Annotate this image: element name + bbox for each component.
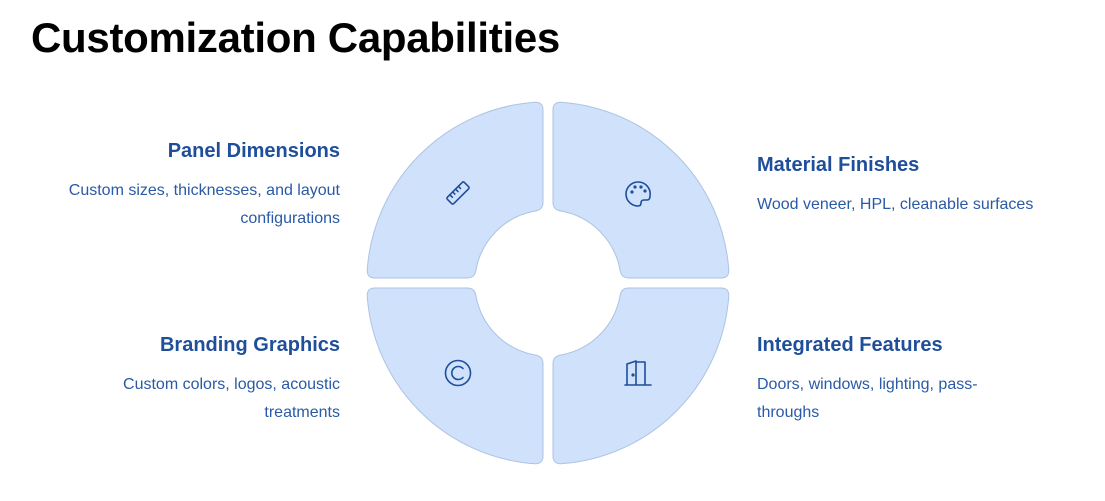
item-branding-graphics: Branding Graphics Custom colors, logos, …: [10, 333, 340, 427]
item-description: Doors, windows, lighting, pass- throughs: [757, 376, 978, 421]
segment-integrated-features: [552, 287, 730, 465]
item-description: Custom colors, logos, acoustic treatment…: [123, 376, 340, 421]
item-description: Custom sizes, thicknesses, and layout co…: [68, 182, 340, 227]
item-title: Branding Graphics: [159, 334, 340, 356]
item-material-finishes: Material Finishes Wood veneer, HPL, clea…: [757, 153, 1087, 219]
copyright-icon: [444, 359, 472, 387]
item-description: Wood veneer, HPL, cleanable surfaces: [757, 196, 1034, 213]
door-icon: [624, 360, 652, 386]
page-title: Customization Capabilities: [31, 14, 560, 61]
segment-material-finishes: [552, 101, 730, 279]
ruler-icon: [446, 181, 470, 205]
item-panel-dimensions: Panel Dimensions Custom sizes, thickness…: [10, 139, 340, 233]
segment-branding-graphics: [366, 287, 544, 465]
palette-icon: [625, 181, 651, 207]
item-integrated-features: Integrated Features Doors, windows, ligh…: [757, 333, 1087, 427]
item-title: Integrated Features: [757, 334, 943, 356]
item-title: Panel Dimensions: [167, 140, 340, 162]
item-title: Material Finishes: [757, 154, 920, 176]
